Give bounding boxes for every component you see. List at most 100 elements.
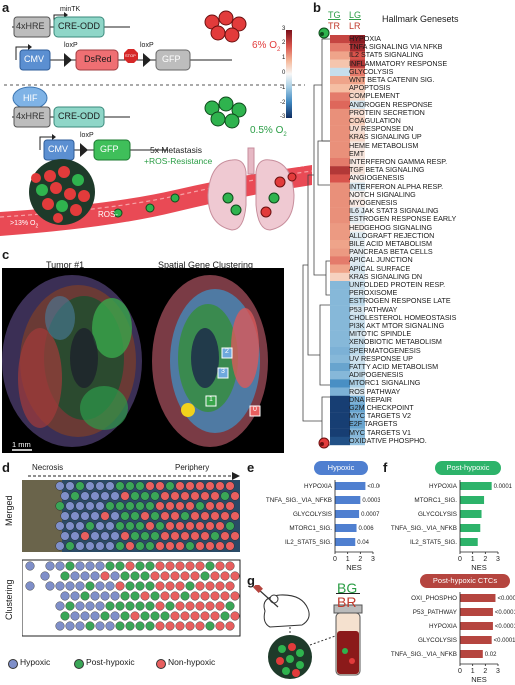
merged-spot — [215, 521, 225, 531]
ctc-bar-chart: OXI_PHOSPHO<0.0001P53_PATHWAY<0.0001HYPO… — [391, 592, 515, 684]
green-cell-cluster — [204, 96, 247, 129]
merged-spot — [135, 541, 145, 551]
heatmap-cell — [350, 231, 365, 241]
merged-spot — [165, 501, 175, 511]
cluster-spot — [115, 561, 125, 571]
heatmap-cell — [350, 338, 365, 347]
cluster-label-3-box — [217, 367, 229, 379]
geneset-label: ESTROGEN RESPONSE EARLY — [349, 214, 457, 224]
heatmap-cell — [330, 59, 350, 68]
cluster-spot — [220, 611, 230, 621]
cluster-spot — [105, 561, 115, 571]
cluster-spot — [115, 601, 125, 611]
merged-spot — [65, 521, 75, 531]
merged-spot — [135, 481, 145, 491]
merged-spot — [205, 521, 215, 531]
cluster-spot — [40, 571, 50, 581]
cluster-spot — [120, 591, 130, 601]
heatmap-cell — [350, 223, 365, 232]
spatial-clustering-image — [152, 275, 268, 447]
cluster-spot — [160, 571, 170, 581]
merged-spot — [215, 501, 225, 511]
bar-pvalue-label: <0.0001 — [494, 638, 515, 644]
red-cell-icon — [318, 437, 330, 449]
merged-spot — [75, 521, 85, 531]
row1-cmv-label: CMV — [24, 54, 44, 64]
cluster-spot — [65, 601, 75, 611]
cluster-spot — [180, 591, 190, 601]
bar — [335, 496, 361, 504]
row2-creodd-label: CRE-ODD — [58, 111, 100, 121]
geneset-label: G2M CHECKPOINT — [349, 403, 414, 412]
heatmap-cell — [350, 240, 365, 249]
cluster-label-1: 1 — [209, 396, 213, 403]
heatmap-cell — [330, 108, 350, 118]
cluster-spot — [205, 601, 215, 611]
cluster-label-2-box — [221, 347, 233, 359]
cluster-spot — [125, 601, 135, 611]
geneset-label: COAGULATION — [349, 116, 401, 125]
cluster-spot — [205, 561, 215, 571]
vessel-oxygen-label: >13% O2 — [10, 220, 39, 230]
merged-spot — [180, 491, 190, 501]
cluster-spot — [55, 601, 65, 611]
cluster-spot — [160, 611, 170, 621]
col-header-tr: TR — [328, 21, 340, 31]
cluster-spot — [75, 601, 85, 611]
bar-pvalue-label: 0.04 — [357, 540, 369, 546]
bar-pvalue-label: <0.0001 — [495, 624, 515, 630]
heatmap-cell — [350, 182, 365, 191]
merged-spot — [125, 501, 135, 511]
panel-c-images — [2, 268, 284, 453]
geneset-label: EMT — [349, 148, 365, 158]
heatmap-cell — [330, 322, 350, 331]
merged-spot — [130, 531, 140, 541]
geneset-label: MTORC1 SIGNALING — [349, 378, 421, 388]
heatmap-cell — [350, 59, 365, 68]
bar — [460, 496, 485, 504]
heatmap-cell — [330, 100, 350, 109]
cluster-spot — [65, 581, 75, 591]
merged-spot — [225, 541, 235, 551]
heatmap-cell — [350, 67, 365, 77]
cluster-spot — [200, 591, 210, 601]
cluster-spot — [215, 581, 225, 591]
merged-spot — [215, 481, 225, 491]
merged-spot — [90, 531, 100, 541]
merged-spot — [175, 541, 185, 551]
heatmap-cell — [330, 436, 350, 446]
cluster-spot — [135, 601, 145, 611]
bar-category-label: MTORC1_SIG. — [414, 497, 457, 504]
merged-spot — [155, 521, 165, 531]
merged-spot — [220, 491, 230, 501]
merged-spot — [105, 501, 115, 511]
cluster-spot — [45, 581, 55, 591]
row1-creodd-label: CRE-ODD — [58, 21, 100, 31]
colorbar — [286, 30, 292, 118]
geneset-label: PROTEIN SECRETION — [349, 107, 425, 117]
cluster-spot — [55, 561, 65, 571]
merged-spot — [210, 491, 220, 501]
merged-spot — [70, 491, 80, 501]
cluster-spot — [65, 561, 75, 571]
cluster-spot — [215, 621, 225, 631]
metastasis-label: 5x Metastasis — [150, 145, 202, 155]
merged-spot — [220, 511, 230, 521]
heatmap-cell — [350, 387, 365, 396]
heatmap-cell — [350, 84, 365, 93]
hre-box — [13, 16, 51, 38]
heatmap-cell — [350, 43, 365, 52]
legend-hypoxic: Hypoxic — [20, 657, 51, 667]
cluster-spot — [190, 571, 200, 581]
geneset-label: INTERFERON GAMMA RESP. — [349, 157, 448, 166]
merged-spot — [85, 481, 95, 491]
merged-spot — [75, 501, 85, 511]
cluster-spot — [55, 621, 65, 631]
ros-minus-label: ROS- — [98, 210, 118, 219]
heatmap-cell — [330, 404, 350, 413]
cluster-spot — [145, 561, 155, 571]
spatial-title: Spatial Gene Clustering — [158, 260, 254, 270]
heatmap-cell — [330, 281, 350, 290]
merged-spot — [55, 541, 65, 551]
